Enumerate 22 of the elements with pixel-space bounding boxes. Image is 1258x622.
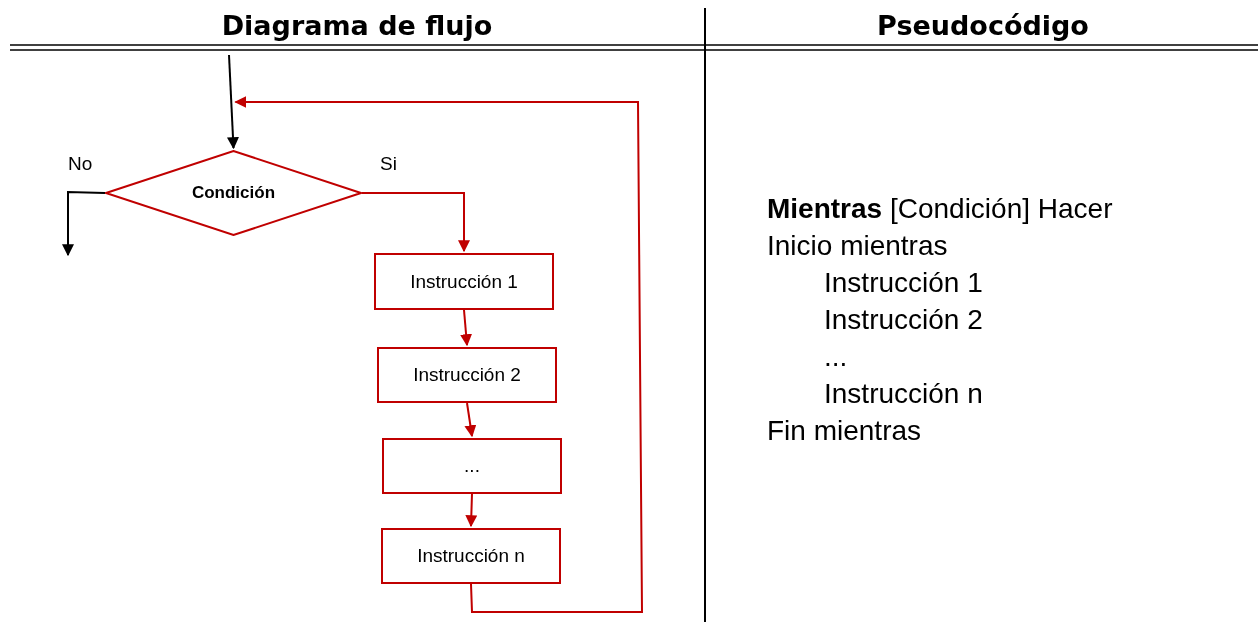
arrow bbox=[464, 402, 477, 438]
arrow bbox=[227, 54, 239, 150]
pseudocode-line: Instrucción n bbox=[824, 378, 983, 410]
process-box: Instrucción 1 bbox=[374, 253, 554, 310]
decision-text: Condición bbox=[191, 183, 276, 203]
decision-diamond bbox=[105, 150, 362, 236]
process-box: Instrucción 2 bbox=[377, 347, 557, 403]
process-box: ... bbox=[382, 438, 562, 494]
arrow bbox=[62, 190, 106, 257]
arrow bbox=[465, 493, 478, 528]
arrow bbox=[361, 192, 470, 253]
column-heading: Pseudocódigo bbox=[877, 10, 1089, 41]
column-heading: Diagrama de flujo bbox=[221, 10, 493, 41]
pseudocode-line: Instrucción 2 bbox=[824, 304, 983, 336]
process-box: Instrucción n bbox=[381, 528, 561, 584]
pseudocode-line: Mientras [Condición] Hacer bbox=[767, 193, 1113, 225]
pseudocode-line: ... bbox=[824, 341, 848, 373]
pseudocode-line: Instrucción 1 bbox=[824, 267, 983, 299]
arrow bbox=[234, 96, 643, 613]
arrow bbox=[460, 309, 473, 347]
pseudocode-line: Fin mientras bbox=[767, 415, 922, 447]
pseudocode-line: Inicio mientras bbox=[767, 230, 948, 262]
